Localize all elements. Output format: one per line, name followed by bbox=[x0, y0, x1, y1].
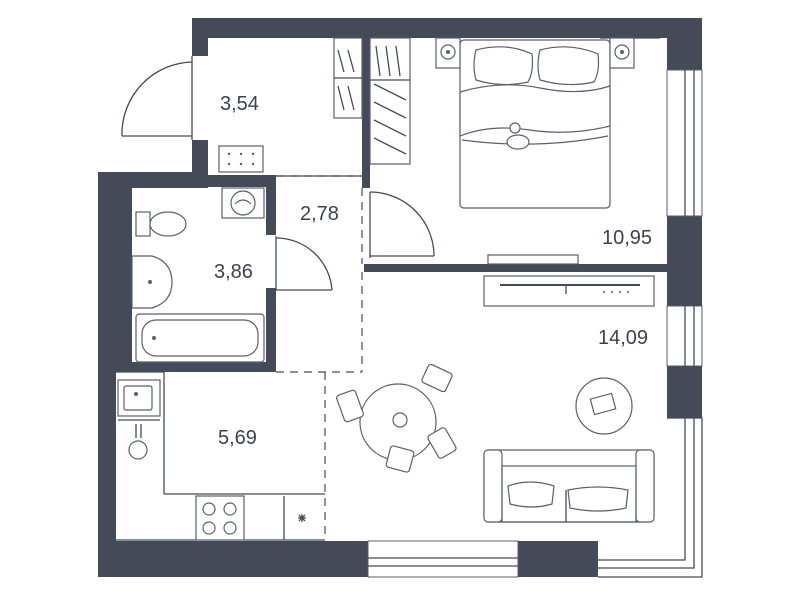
living-area-label: 14,09 bbox=[598, 327, 648, 349]
bathroom-area-label: 3,86 bbox=[214, 261, 253, 283]
dashed-boundaries bbox=[276, 175, 363, 540]
bathtub bbox=[135, 313, 265, 363]
area-labels: 3,54 2,78 3,86 10,95 14,09 5,69 bbox=[214, 93, 652, 449]
sink bbox=[131, 255, 173, 309]
windows bbox=[367, 37, 703, 578]
stove bbox=[195, 495, 285, 541]
bedroom-area-label: 10,95 bbox=[602, 227, 652, 249]
washing-machine bbox=[221, 187, 265, 219]
water-heater bbox=[128, 424, 148, 460]
hall-area-label: 3,54 bbox=[220, 93, 259, 115]
entrance-door bbox=[121, 56, 193, 140]
interior-walls bbox=[116, 38, 668, 372]
coffee-table bbox=[575, 377, 633, 435]
sofa bbox=[483, 449, 655, 523]
corridor-area-label: 2,78 bbox=[300, 203, 339, 225]
bathroom-door bbox=[275, 236, 333, 291]
bedroom-door bbox=[369, 191, 435, 258]
hall-wardrobe bbox=[333, 37, 363, 119]
shoe-rack bbox=[218, 145, 264, 173]
bed bbox=[459, 39, 611, 209]
bedroom-wardrobe bbox=[369, 37, 411, 165]
dining-table bbox=[336, 363, 457, 473]
nightstand-right bbox=[609, 37, 635, 69]
nightstand-left bbox=[435, 37, 461, 69]
bedroom-tv bbox=[487, 254, 579, 265]
extractor-icon bbox=[298, 514, 306, 522]
kitchen-sink bbox=[117, 379, 161, 421]
toilet bbox=[135, 211, 187, 237]
tv-stand bbox=[483, 275, 655, 307]
kitchen-area-label: 5,69 bbox=[218, 427, 257, 449]
